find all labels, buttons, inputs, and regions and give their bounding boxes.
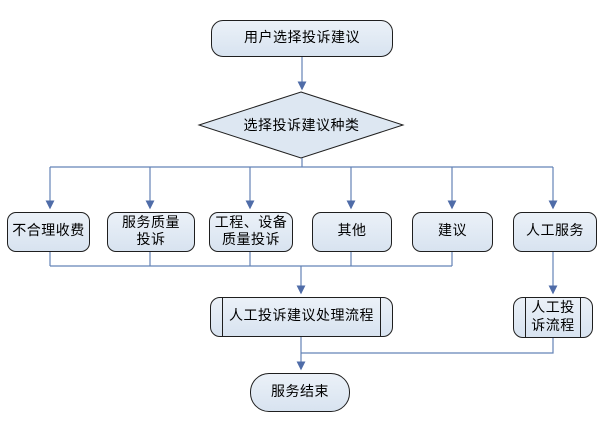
node-decision-label: 选择投诉建议种类 [243, 118, 360, 134]
node-branch-fees: 不合理收费 [7, 212, 90, 252]
node-process-manual: 人工投 诉流程 [513, 297, 593, 338]
node-branch-manual-service: 人工服务 [513, 212, 597, 252]
node-branch-fees-label: 不合理收费 [12, 223, 85, 240]
node-branch-manual-service-label: 人工服务 [526, 223, 584, 240]
node-decision: 选择投诉建议种类 [211, 104, 392, 146]
node-branch-suggestion: 建议 [412, 212, 493, 252]
node-branch-service-quality: 服务质量 投诉 [107, 212, 195, 252]
node-branch-other: 其他 [312, 212, 392, 252]
node-branch-engineering-label: 工程、设备 质量投诉 [214, 214, 288, 248]
node-process-manual-label: 人工投 诉流程 [531, 300, 575, 334]
node-start: 用户选择投诉建议 [211, 20, 393, 57]
node-process-main-label: 人工投诉建议处理流程 [229, 308, 374, 325]
node-branch-other-label: 其他 [337, 223, 367, 240]
node-end-label: 服务结束 [271, 383, 329, 400]
node-end: 服务结束 [250, 373, 350, 412]
decision-diamond-shape [197, 91, 405, 159]
node-branch-engineering: 工程、设备 质量投诉 [209, 212, 293, 252]
node-branch-suggestion-label: 建议 [438, 223, 467, 240]
node-branch-service-quality-label: 服务质量 投诉 [122, 214, 180, 248]
node-process-main: 人工投诉建议处理流程 [210, 297, 393, 337]
node-start-label: 用户选择投诉建议 [244, 29, 360, 46]
